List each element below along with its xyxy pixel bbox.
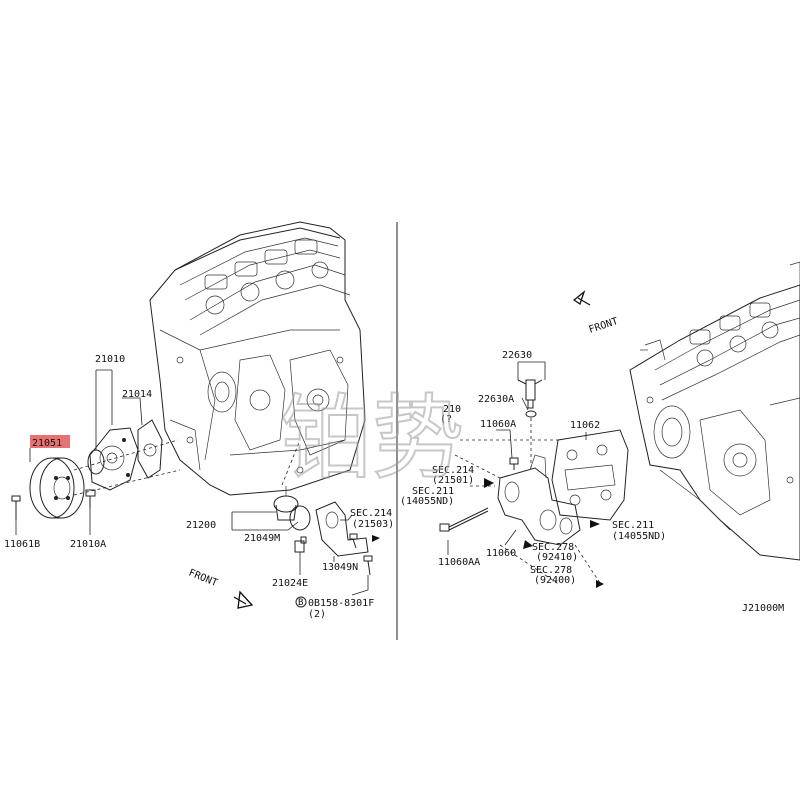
label-sec214-right: SEC.214 [432, 465, 474, 476]
arrow-icon [590, 520, 600, 528]
label-sec210-code: (? [440, 414, 452, 425]
left-front-label: FRONT [187, 568, 219, 589]
label-sec214-left: SEC.214 [350, 508, 392, 519]
label-22630a: 22630A [478, 394, 514, 405]
assembly-line [73, 439, 179, 471]
label-21010a: 21010A [70, 539, 106, 550]
bolt-11060aa[interactable] [439, 507, 489, 532]
arrow-icon [596, 580, 604, 588]
thermostat-21200[interactable] [273, 486, 299, 521]
label-92410: (92410) [536, 552, 578, 563]
right-front-label: FRONT [588, 316, 620, 336]
arrow-icon [523, 540, 533, 549]
label-sec210: 210 [443, 404, 461, 415]
label-13049n: 13049N [322, 562, 358, 573]
gasket-ring-21049m[interactable] [289, 505, 311, 531]
label-21501: (21501) [432, 475, 474, 486]
label-11061b: 11061B [4, 539, 40, 550]
gasket-21014[interactable] [137, 419, 163, 479]
assembly-line [281, 439, 301, 486]
label-14055nd-right: (14055ND) [612, 531, 666, 542]
label-sec278-2: SEC.278 [530, 565, 572, 576]
arrow-icon [484, 478, 494, 488]
left-leader-lines [15, 369, 369, 596]
left-front-arrow-icon [233, 590, 254, 609]
water-pump-21010[interactable] [87, 427, 139, 491]
label-bolt-prefix: B [298, 598, 303, 608]
water-outlet-11060[interactable] [497, 454, 581, 546]
label-11062: 11062 [570, 420, 600, 431]
label-21014: 21014 [122, 389, 152, 400]
label-21049m: 21049M [244, 533, 280, 544]
watermark: 铂势 [280, 385, 464, 492]
assembly-line [73, 469, 181, 496]
label-11060aa: 11060AA [438, 557, 480, 568]
washer-22630a[interactable] [525, 410, 537, 418]
label-21503: (21503) [352, 519, 394, 530]
right-leader-lines [447, 361, 587, 555]
right-assembly-lines [454, 418, 601, 586]
label-21024e: 21024E [272, 578, 308, 589]
bolt-21010a[interactable] [85, 489, 96, 508]
label-21200: 21200 [186, 520, 216, 531]
gasket-11062[interactable] [551, 429, 629, 521]
label-21051[interactable]: 21051 [32, 438, 62, 449]
label-22630: 22630 [502, 350, 532, 361]
arrow-icon [372, 535, 380, 542]
label-0b158: 0B158-8301F [308, 598, 374, 609]
right-engine-block [629, 261, 800, 561]
left-engine-block [149, 221, 366, 496]
bolt-symbol-icon [295, 596, 307, 608]
bolt-11061b[interactable] [11, 495, 21, 520]
bolt-11060a[interactable] [509, 457, 519, 470]
label-sec278-1: SEC.278 [532, 542, 574, 553]
label-92400: (92400) [534, 575, 576, 586]
pulley-21051[interactable] [29, 457, 85, 519]
sensor-22630[interactable] [517, 379, 543, 409]
label-sec211-left: SEC.211 [412, 486, 454, 497]
label-sec211-right: SEC.211 [612, 520, 654, 531]
water-inlet-13049n[interactable] [315, 501, 369, 557]
part-highlight [30, 435, 70, 448]
label-bolt-qty: (2) [308, 609, 326, 620]
label-11060: 11060 [486, 548, 516, 559]
bolt-0b158[interactable] [363, 555, 373, 576]
bolt-sec214[interactable] [349, 533, 358, 549]
diagram-code: J21000M [742, 603, 784, 614]
label-14055nd-left: (14055ND) [400, 496, 454, 507]
label-21010: 21010 [95, 354, 125, 365]
right-front-arrow-icon [572, 290, 591, 306]
label-11060a: 11060A [480, 419, 516, 430]
sensor-21024e[interactable] [294, 536, 307, 553]
